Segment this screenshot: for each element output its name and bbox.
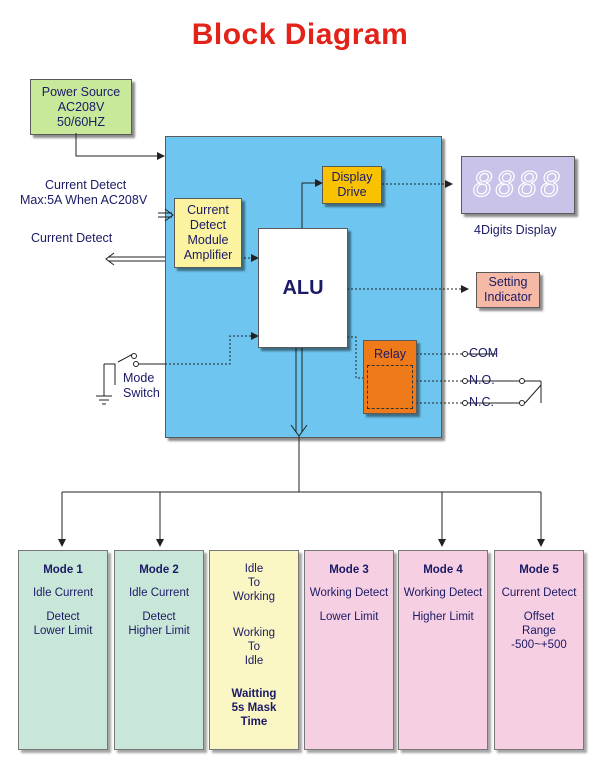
mode-1-title: Mode 1: [43, 564, 83, 576]
current-detect-input-label: Current Detect: [45, 178, 127, 192]
mode-1-line4: Lower Limit: [33, 625, 93, 637]
display-drive-line2: Drive: [337, 185, 367, 199]
mode-4-spacer: [399, 600, 487, 610]
amplifier-line2: Detect: [189, 218, 227, 232]
mode-switch-label-1: Mode: [123, 371, 155, 385]
display-drive-line1: Display: [331, 170, 373, 184]
mode-switch-label-2: Switch: [123, 386, 160, 400]
display-drive-box: Display Drive: [322, 166, 382, 204]
setting-indicator-line1: Setting: [488, 275, 528, 289]
power-source-line3: 50/60HZ: [57, 114, 105, 129]
alu-label: ALU: [282, 276, 324, 299]
transition-spacer: [210, 604, 298, 626]
mode-4-title: Mode 4: [423, 564, 463, 576]
transition-line6: Working: [233, 627, 275, 639]
current-detect-output-label: Current Detect: [31, 231, 113, 245]
amplifier-line1: Current: [187, 203, 229, 217]
mode-2-spacer: [115, 600, 203, 610]
transition-footer1: Waitting: [231, 688, 277, 700]
alu-box: ALU: [258, 228, 348, 348]
mode-1-card: Mode 1 Idle Current Detect Lower Limit: [18, 550, 108, 750]
four-digit-display-label: 4Digits Display: [474, 223, 557, 237]
diagram-title: Block Diagram: [191, 18, 409, 51]
mode-3-title: Mode 3: [329, 564, 369, 576]
relay-label: Relay: [374, 347, 406, 361]
four-digit-display: 8888: [461, 156, 575, 214]
relay-com-label: COM: [469, 346, 499, 360]
mode-2-line4: Higher Limit: [128, 625, 190, 637]
mode-5-card: Mode 5 Current Detect Offset Range -500~…: [494, 550, 584, 750]
mode-1-spacer: [19, 600, 107, 610]
power-source-box: Power Source AC208V 50/60HZ: [30, 79, 132, 135]
max-current-spec-label: Max:5A When AC208V: [20, 193, 148, 207]
mode-2-line3: Detect: [142, 611, 176, 623]
relay-no-label: N.O.: [469, 373, 495, 387]
power-source-line1: Power Source: [41, 84, 121, 99]
relay-nc-label: N.C.: [469, 395, 494, 409]
transition-line3: Working: [233, 591, 275, 603]
mode-3-card: Mode 3 Working Detect Lower Limit: [304, 550, 394, 750]
amplifier-line4: Amplifier: [183, 248, 233, 262]
mode-3-line3: Lower Limit: [319, 611, 379, 623]
mode-5-spacer: [495, 600, 583, 610]
relay-box: Relay: [363, 340, 417, 414]
mode-2-title: Mode 2: [139, 564, 179, 576]
transition-footer2: 5s Mask: [231, 702, 277, 714]
mode-3-line1: Working Detect: [309, 587, 389, 599]
mode-3-spacer: [305, 600, 393, 610]
idle-working-transition-card: Idle To Working Working To Idle Waitting…: [209, 550, 299, 750]
setting-indicator-box: Setting Indicator: [476, 272, 540, 308]
mode-4-card: Mode 4 Working Detect Higher Limit: [398, 550, 488, 750]
mode-1-line1: Idle Current: [32, 587, 94, 599]
transition-line2: To: [247, 577, 261, 589]
mode-2-card: Mode 2 Idle Current Detect Higher Limit: [114, 550, 204, 750]
mode-4-line3: Higher Limit: [412, 611, 474, 623]
mode-2-line1: Idle Current: [128, 587, 190, 599]
transition-footer3: Time: [240, 716, 268, 728]
current-detect-amplifier-box: Current Detect Module Amplifier: [174, 198, 242, 268]
mode-5-line1: Current Detect: [501, 587, 577, 599]
display-digits: 8888: [472, 164, 563, 205]
mode-1-line3: Detect: [46, 611, 80, 623]
mode-5-title: Mode 5: [519, 564, 559, 576]
transition-line7: To: [247, 641, 261, 653]
mode-5-line5: -500~+500: [511, 639, 567, 651]
transition-line8: Idle: [244, 655, 264, 667]
mode-5-line3: Offset: [523, 611, 555, 623]
setting-indicator-line2: Indicator: [484, 290, 532, 304]
transition-line1: Idle: [244, 563, 264, 575]
power-source-line2: AC208V: [57, 99, 105, 114]
mode-5-line4: Range: [522, 625, 556, 637]
mode-4-line1: Working Detect: [403, 587, 483, 599]
amplifier-line3: Module: [187, 233, 229, 247]
